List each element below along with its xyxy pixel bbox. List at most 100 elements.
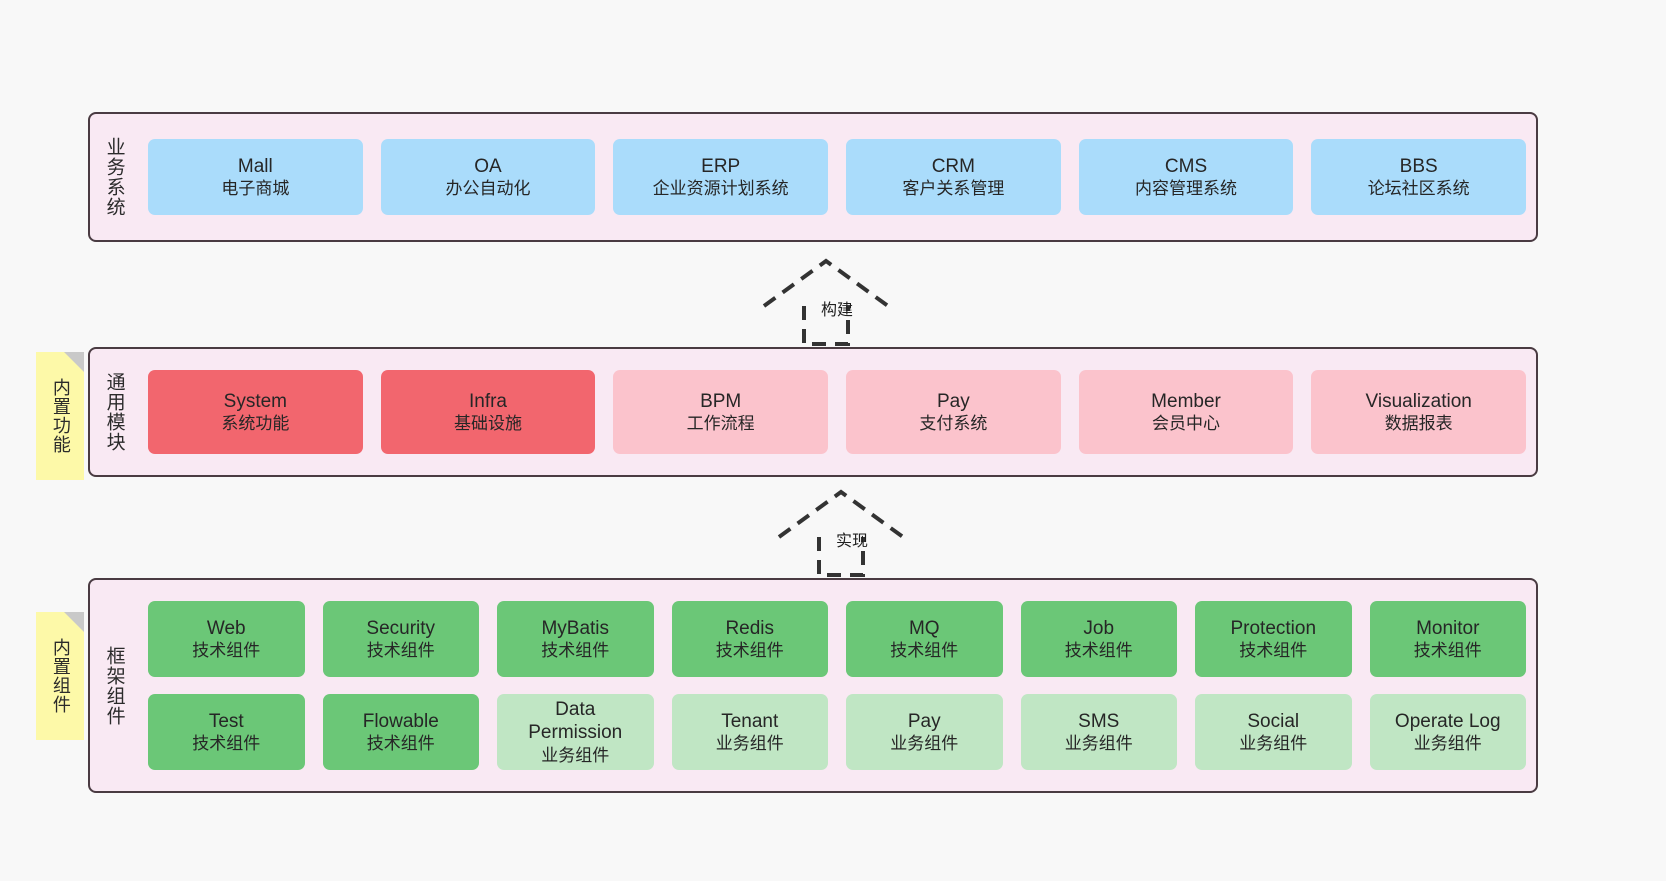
card-mybatis[interactable]: MyBatis 技术组件	[497, 601, 654, 677]
card-operate-log[interactable]: Operate Log 业务组件	[1369, 694, 1526, 770]
card-title: CMS	[1164, 155, 1208, 177]
implement-arrow: 实现	[757, 487, 937, 579]
card-title: Tenant	[721, 710, 779, 732]
card-infra[interactable]: Infra 基础设施	[380, 370, 596, 454]
card-subtitle: 客户关系管理	[902, 179, 1005, 199]
card-subtitle: 技术组件	[1064, 641, 1133, 661]
card-subtitle: 技术组件	[890, 641, 959, 661]
card-test[interactable]: Test 技术组件	[148, 694, 305, 770]
card-title: BPM	[700, 390, 742, 412]
layer-title-common-modules: 通用模块	[103, 372, 125, 452]
card-subtitle: 业务组件	[1413, 734, 1482, 754]
implement-arrow-stem	[817, 537, 865, 577]
build-arrow-label: 构建	[821, 302, 854, 319]
card-title: Pay	[907, 710, 941, 732]
card-erp[interactable]: ERP 企业资源计划系统	[613, 139, 829, 215]
card-subtitle: 技术组件	[1413, 641, 1482, 661]
card-row-tech: Web 技术组件 Security 技术组件 MyBatis 技术组件 Redi…	[148, 601, 1526, 677]
card-cms[interactable]: CMS 内容管理系统	[1078, 139, 1294, 215]
card-visualization[interactable]: Visualization 数据报表	[1311, 370, 1527, 454]
card-bpm[interactable]: BPM 工作流程	[613, 370, 829, 454]
card-title: Social	[1247, 710, 1300, 732]
card-title: Operate Log	[1394, 710, 1501, 732]
note-label: 内置组件	[50, 638, 71, 714]
card-title-line2: Permission	[528, 722, 623, 744]
layer-body-framework-components: Web 技术组件 Security 技术组件 MyBatis 技术组件 Redi…	[138, 580, 1536, 791]
card-title: SMS	[1078, 710, 1120, 732]
card-title: Job	[1083, 617, 1115, 639]
card-crm[interactable]: CRM 客户关系管理	[846, 139, 1061, 215]
card-subtitle: 技术组件	[541, 641, 610, 661]
layer-business-systems: 业务系统 Mall 电子商城 OA 办公自动化 ERP 企业资源计划系统 CRM…	[88, 112, 1538, 242]
card-title: Pay	[936, 390, 970, 412]
card-title: Infra	[468, 390, 508, 412]
layer-title-business-systems: 业务系统	[103, 137, 125, 217]
implement-arrow-head	[777, 489, 905, 539]
card-subtitle: 数据报表	[1384, 414, 1453, 434]
card-flowable[interactable]: Flowable 技术组件	[322, 694, 479, 770]
card-title: MyBatis	[541, 617, 610, 639]
card-row: Mall 电子商城 OA 办公自动化 ERP 企业资源计划系统 CRM 客户关系…	[148, 139, 1527, 215]
card-subtitle: 技术组件	[192, 641, 261, 661]
implement-arrow-label: 实现	[836, 533, 869, 550]
card-member[interactable]: Member 会员中心	[1078, 370, 1294, 454]
card-monitor[interactable]: Monitor 技术组件	[1369, 601, 1526, 677]
card-title: ERP	[701, 155, 741, 177]
card-row: System 系统功能 Infra 基础设施 BPM 工作流程 Pay 支付系统…	[148, 370, 1527, 454]
card-title: Visualization	[1365, 390, 1472, 412]
card-subtitle: 工作流程	[686, 414, 755, 434]
card-subtitle: 技术组件	[366, 734, 435, 754]
card-system[interactable]: System 系统功能	[148, 370, 363, 454]
card-mq[interactable]: MQ 技术组件	[846, 601, 1003, 677]
card-title: Monitor	[1416, 617, 1480, 639]
card-subtitle: 业务组件	[1064, 734, 1133, 754]
card-subtitle: 技术组件	[1239, 641, 1308, 661]
card-subtitle: 业务组件	[715, 734, 784, 754]
card-subtitle: 业务组件	[541, 746, 610, 766]
card-bbs[interactable]: BBS 论坛社区系统	[1311, 139, 1527, 215]
card-social[interactable]: Social 业务组件	[1195, 694, 1352, 770]
card-subtitle: 支付系统	[919, 414, 988, 434]
card-subtitle: 企业资源计划系统	[652, 179, 789, 199]
card-pay-component[interactable]: Pay 业务组件	[846, 694, 1003, 770]
note-label: 内置功能	[50, 378, 71, 454]
card-subtitle: 技术组件	[366, 641, 435, 661]
card-oa[interactable]: OA 办公自动化	[380, 139, 596, 215]
layer-body-common-modules: System 系统功能 Infra 基础设施 BPM 工作流程 Pay 支付系统…	[138, 349, 1536, 475]
card-title: Test	[208, 710, 244, 732]
card-subtitle: 业务组件	[1239, 734, 1308, 754]
card-redis[interactable]: Redis 技术组件	[671, 601, 828, 677]
layer-title-framework-components: 框架组件	[103, 645, 125, 726]
build-arrow-stem	[802, 306, 850, 346]
card-subtitle: 办公自动化	[445, 179, 531, 199]
card-title: Redis	[725, 617, 775, 639]
builtin-components-note: 内置组件	[36, 612, 84, 740]
builtin-features-note: 内置功能	[36, 352, 84, 480]
card-title: Protection	[1230, 617, 1317, 639]
card-pay-module[interactable]: Pay 支付系统	[846, 370, 1061, 454]
card-subtitle: 技术组件	[192, 734, 261, 754]
card-job[interactable]: Job 技术组件	[1020, 601, 1177, 677]
card-title: OA	[474, 155, 502, 177]
card-title: Flowable	[362, 710, 439, 732]
card-subtitle: 内容管理系统	[1135, 179, 1238, 199]
card-title: MQ	[908, 617, 940, 639]
card-mall[interactable]: Mall 电子商城	[148, 139, 363, 215]
layer-body-business-systems: Mall 电子商城 OA 办公自动化 ERP 企业资源计划系统 CRM 客户关系…	[138, 114, 1536, 240]
layer-framework-components: 框架组件 Web 技术组件 Security 技术组件 MyBatis 技术组件…	[88, 578, 1538, 793]
card-subtitle: 电子商城	[221, 179, 290, 199]
card-security[interactable]: Security 技术组件	[322, 601, 479, 677]
card-title: BBS	[1399, 155, 1438, 177]
card-title: Data	[555, 698, 596, 720]
card-data-permission[interactable]: Data Permission 业务组件	[497, 694, 654, 770]
card-sms[interactable]: SMS 业务组件	[1020, 694, 1177, 770]
card-subtitle: 基础设施	[454, 414, 522, 434]
card-web[interactable]: Web 技术组件	[148, 601, 305, 677]
card-title: CRM	[931, 155, 975, 177]
layer-common-modules: 通用模块 System 系统功能 Infra 基础设施 BPM 工作流程 Pay…	[88, 347, 1538, 477]
card-protection[interactable]: Protection 技术组件	[1195, 601, 1352, 677]
card-subtitle: 技术组件	[715, 641, 784, 661]
card-subtitle: 会员中心	[1152, 414, 1221, 434]
card-tenant[interactable]: Tenant 业务组件	[671, 694, 828, 770]
